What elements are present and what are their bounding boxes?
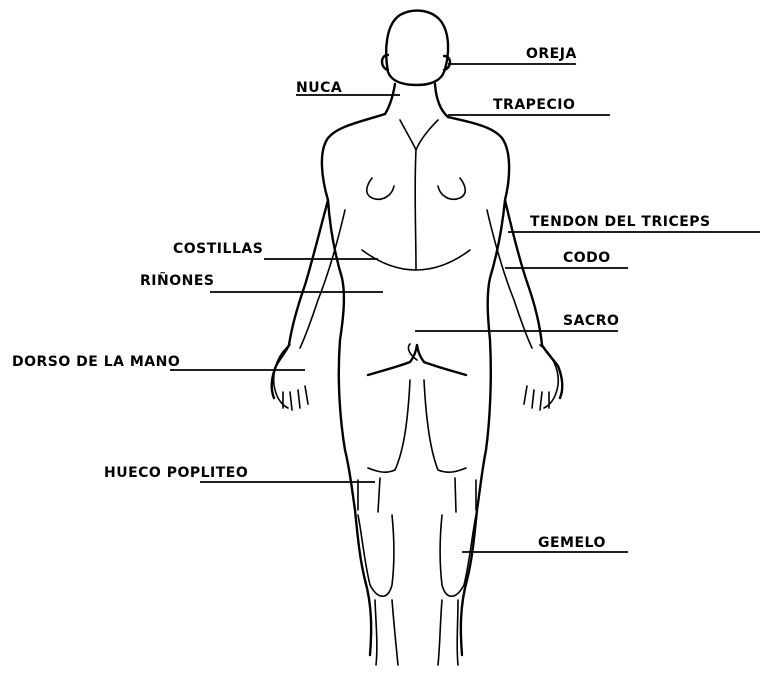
left-thigh-inner	[368, 380, 410, 472]
spine-line	[415, 150, 416, 270]
left-knee	[358, 478, 380, 512]
right-scapula	[438, 178, 465, 199]
label-dorso-mano: DORSO DE LA MANO	[12, 354, 180, 370]
label-codo: CODO	[563, 250, 611, 266]
right-knee	[455, 478, 476, 512]
trapezius-line	[400, 120, 438, 150]
left-scapula	[367, 178, 394, 199]
label-tendon-triceps: TENDON DEL TRICEPS	[530, 214, 711, 230]
right-hand	[524, 345, 558, 410]
left-lower-leg	[375, 600, 398, 665]
left-calf	[358, 515, 394, 596]
left-hand	[274, 345, 308, 410]
label-nuca: NUCA	[296, 80, 342, 96]
label-rinones: RIÑONES	[140, 273, 214, 289]
right-lower-leg	[438, 600, 458, 665]
label-gemelo: GEMELO	[538, 535, 606, 551]
neck-right	[435, 84, 448, 117]
lower-back-left	[362, 250, 416, 270]
right-side-outline	[448, 117, 562, 655]
right-thigh-inner	[424, 380, 466, 472]
label-oreja: OREJA	[526, 46, 577, 62]
head-outline	[386, 11, 448, 85]
neck-left	[385, 84, 395, 114]
lower-back-right	[416, 250, 470, 270]
label-sacro: SACRO	[563, 313, 619, 329]
label-trapecio: TRAPECIO	[493, 97, 575, 113]
label-costillas: COSTILLAS	[173, 241, 263, 257]
label-hueco-popliteo: HUECO POPLITEO	[104, 465, 248, 481]
